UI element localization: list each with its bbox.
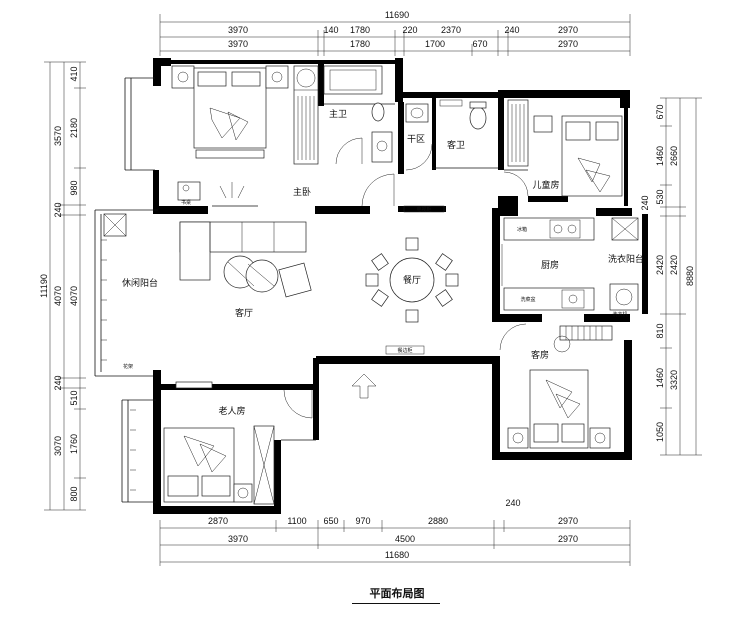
room-guest: 客房	[531, 349, 549, 361]
bottom-dimensions: 2870 1100 650 970 2880 240 2970 3970 450…	[159, 498, 631, 566]
dim-left-total: 11190	[39, 274, 49, 298]
dim-left-10: 510	[69, 390, 79, 405]
label-washer: 洗衣机	[612, 311, 627, 318]
master-bath-fixtures: 主卫	[323, 65, 393, 165]
dim-right-2: 1460	[655, 146, 665, 166]
label-fridge: 冰箱	[517, 226, 527, 233]
room-dry-area: 干区	[407, 134, 425, 145]
dim-right-11: 3320	[669, 370, 679, 390]
dim-left-7: 2180	[69, 118, 79, 138]
dim-bottom-total: 11680	[385, 550, 409, 560]
dim-top-4: 220	[402, 25, 417, 35]
room-guest-bath: 客卫	[447, 139, 465, 151]
top-dimensions: 11690 3970 140 1780 220 2370 240 2970 39…	[159, 10, 631, 56]
room-living: 客厅	[235, 307, 253, 319]
dim-bottom-10: 2970	[558, 534, 578, 544]
dim-left-5: 3070	[53, 436, 63, 456]
left-dimensions: 11190 3570 240 4070 240 3070 410 2180 98…	[39, 61, 86, 511]
room-laundry: 洗衣阳台	[608, 253, 644, 265]
room-kids: 儿童房	[532, 179, 559, 191]
dim-top-12: 2970	[558, 39, 578, 49]
dim-right-total: 8880	[685, 266, 695, 286]
dim-right-6: 810	[655, 323, 665, 338]
page-title: 平面布局图	[369, 587, 425, 600]
dim-left-1: 3570	[53, 126, 63, 146]
dim-left-8: 980	[69, 180, 79, 195]
dim-bottom-6: 240	[505, 498, 520, 508]
dim-top-8: 3970	[228, 39, 248, 49]
dim-left-9: 4070	[69, 286, 79, 306]
dim-bottom-4: 970	[355, 516, 370, 526]
dim-left-2: 240	[53, 202, 63, 217]
dim-top-11: 670	[472, 39, 487, 49]
room-dining: 餐厅	[403, 274, 421, 286]
dim-top-9: 1780	[350, 39, 370, 49]
label-desk: 书桌	[181, 199, 191, 206]
laundry-fixtures: 洗衣阳台 洗衣机	[608, 217, 644, 318]
dim-top-5: 2370	[441, 25, 461, 35]
dim-top-7: 2970	[558, 25, 578, 35]
dim-bottom-1: 2870	[208, 516, 228, 526]
label-wine-cabinet: 餐边柜	[397, 347, 412, 354]
right-dimensions: 670 1460 530 240 2420 810 1460 1050 2660…	[640, 97, 702, 456]
dim-top-1: 3970	[228, 25, 248, 35]
room-master-bath: 主卫	[329, 108, 347, 120]
dim-top-total: 11690	[385, 10, 409, 20]
dim-top-6: 240	[504, 25, 519, 35]
dim-left-12: 800	[69, 486, 79, 501]
dim-bottom-7: 2970	[558, 516, 578, 526]
kids-room-furniture: 儿童房	[503, 99, 623, 197]
dim-left-11: 1760	[69, 434, 79, 454]
dim-right-10: 2420	[669, 255, 679, 275]
dim-top-2: 140	[323, 25, 338, 35]
dim-bottom-8: 3970	[228, 534, 248, 544]
room-elder: 老人房	[218, 405, 245, 417]
living-room-furniture: 休闲阳台 客厅 花架 电视柜	[101, 205, 445, 370]
dim-bottom-5: 2880	[428, 516, 448, 526]
dim-right-5: 2420	[655, 255, 665, 275]
dining-furniture: 餐厅 餐边柜	[351, 237, 459, 399]
title-underline	[352, 603, 440, 604]
dim-bottom-3: 650	[323, 516, 338, 526]
label-tv-cabinet: 电视柜	[416, 206, 431, 213]
elder-room-furniture: 老人房	[130, 381, 313, 505]
room-leisure-balcony: 休闲阳台	[122, 277, 158, 289]
dim-right-1: 670	[655, 104, 665, 119]
guest-room-furniture: 客房	[499, 323, 613, 449]
dim-bottom-2: 1100	[287, 516, 306, 526]
dim-top-3: 1780	[350, 25, 370, 35]
dim-bottom-9: 4500	[395, 534, 415, 544]
dim-right-3: 530	[655, 189, 665, 204]
dim-left-4: 240	[53, 375, 63, 390]
room-master-bedroom: 主卧	[293, 186, 311, 198]
dim-left-6: 410	[69, 66, 79, 81]
kitchen-fixtures: 冰箱 洗菜盆 厨房	[501, 217, 595, 311]
dim-right-4: 240	[640, 195, 650, 210]
dim-right-8: 1050	[655, 422, 665, 442]
label-flower-rack: 花架	[123, 363, 133, 370]
dim-right-9: 2660	[669, 146, 679, 166]
dim-top-10: 1700	[425, 39, 445, 49]
room-kitchen: 厨房	[541, 259, 559, 271]
master-bedroom-furniture: 主卧 书桌	[171, 65, 395, 207]
dim-left-3: 4070	[53, 286, 63, 306]
label-sink: 洗菜盆	[520, 296, 535, 303]
dim-right-7: 1460	[655, 368, 665, 388]
walls	[94, 58, 648, 514]
bath-fixtures: 干区 客卫	[405, 99, 487, 171]
